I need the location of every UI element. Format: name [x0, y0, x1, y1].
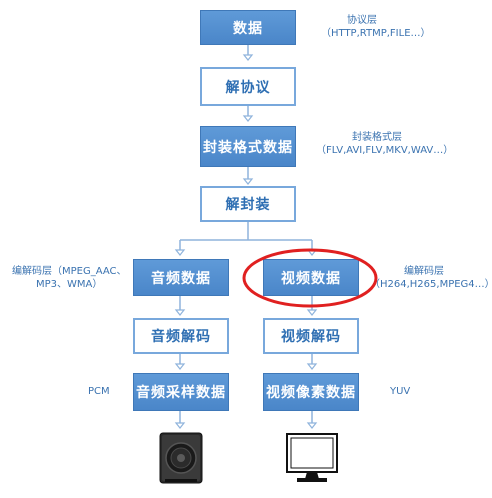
note-video-codec-line1: 编解码层 — [404, 266, 444, 277]
node-demux-label: 解封装 — [225, 197, 271, 213]
note-container-layer: 封装格式层 （FLV,AVI,FLV,MKV,WAV…） — [316, 131, 453, 157]
arrow-head — [242, 178, 254, 185]
node-audio-sample-label: 音频采样数据 — [136, 385, 226, 401]
highlight-ellipse — [242, 248, 378, 308]
note-container-line1: 封装格式层 — [352, 132, 402, 143]
node-audio-sample: 音频采样数据 — [133, 373, 229, 411]
node-audio-decode-label: 音频解码 — [151, 329, 211, 345]
arrow-head — [242, 115, 254, 122]
node-audio-data: 音频数据 — [133, 259, 229, 296]
arrow-head — [174, 309, 186, 316]
node-data: 数据 — [200, 10, 296, 45]
note-protocol-line1: 协议层 — [347, 15, 377, 26]
node-audio-data-label: 音频数据 — [151, 270, 211, 287]
node-container-data-label: 封装格式数据 — [203, 139, 293, 156]
note-audio-codec-line2: MP3、WMA） — [36, 279, 103, 290]
output-yuv-label: YUV — [390, 386, 411, 397]
note-audio-codec-layer: 编解码层（MPEG_AAC、 MP3、WMA） — [12, 265, 127, 291]
note-video-codec-layer: 编解码层 （H264,H265,MPEG4…） — [370, 265, 492, 291]
monitor-icon — [286, 433, 338, 482]
note-container-line2: （FLV,AVI,FLV,MKV,WAV…） — [316, 145, 454, 156]
arrow-head — [174, 363, 186, 370]
note-protocol-line2: （HTTP,RTMP,FILE…） — [321, 28, 431, 39]
node-video-decode: 视频解码 — [263, 318, 359, 354]
note-protocol-layer: 协议层 （HTTP,RTMP,FILE…） — [321, 14, 431, 40]
node-video-data: 视频数据 — [263, 259, 359, 296]
node-data-label: 数据 — [233, 20, 263, 37]
arrow-head — [242, 54, 254, 61]
node-video-decode-label: 视频解码 — [281, 329, 341, 345]
node-demux: 解封装 — [200, 186, 296, 222]
node-video-pixel-label: 视频像素数据 — [266, 385, 356, 401]
node-video-pixel: 视频像素数据 — [263, 373, 359, 411]
node-audio-decode: 音频解码 — [133, 318, 229, 354]
output-pcm-label: PCM — [88, 386, 110, 397]
arrow-head — [306, 363, 318, 370]
arrow-head — [306, 309, 318, 316]
note-audio-codec-line1: 编解码层（MPEG_AAC、 — [12, 266, 127, 277]
node-unprotocol-label: 解协议 — [225, 79, 271, 96]
arrow-head — [174, 422, 186, 429]
arrow-head — [306, 422, 318, 429]
node-video-data-label: 视频数据 — [281, 270, 341, 287]
node-container-data: 封装格式数据 — [200, 126, 296, 167]
node-unprotocol: 解协议 — [200, 67, 296, 106]
note-video-codec-line2: （H264,H265,MPEG4…） — [370, 279, 492, 290]
speaker-icon — [159, 432, 203, 484]
arrow-head — [174, 249, 186, 256]
